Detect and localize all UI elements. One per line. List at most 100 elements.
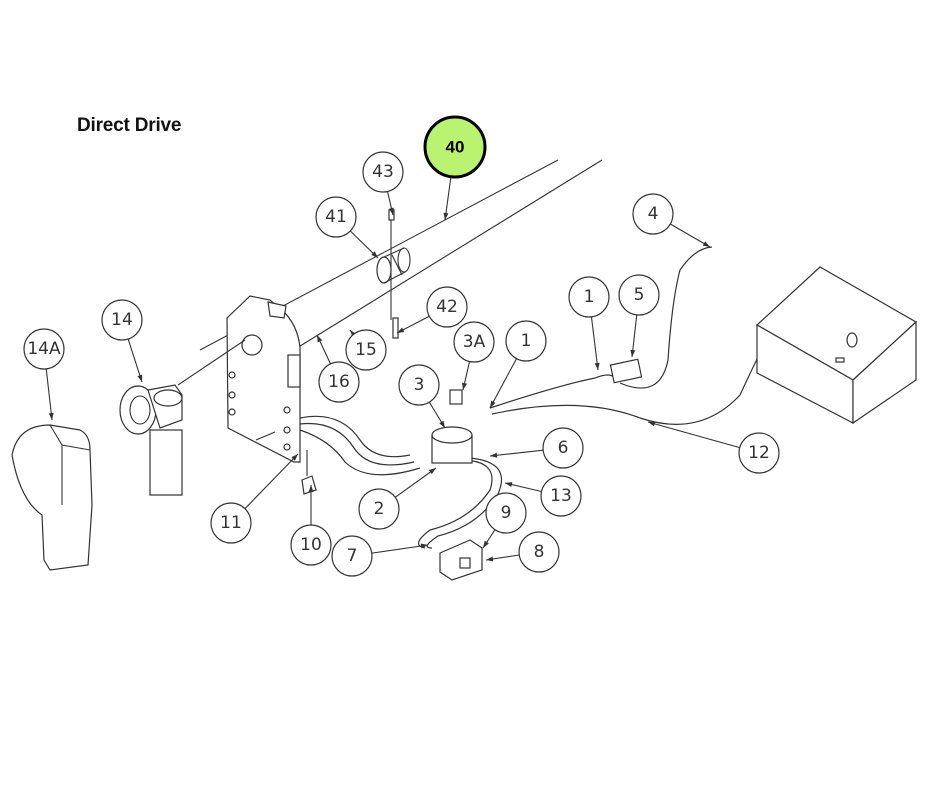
callout-4[interactable]: 4 xyxy=(632,193,711,248)
callout-balloon[interactable] xyxy=(345,329,387,371)
callout-6[interactable]: 6 xyxy=(489,427,584,469)
arrowhead xyxy=(702,241,710,247)
callout-40[interactable]: 40 xyxy=(423,115,487,221)
callout-balloon[interactable] xyxy=(453,321,495,363)
callout-label: 14 xyxy=(111,310,133,330)
callout-balloon[interactable] xyxy=(738,432,780,474)
callout-3[interactable]: 3 xyxy=(398,364,446,429)
callout-15[interactable]: 15 xyxy=(345,329,387,371)
callout-12[interactable]: 12 xyxy=(647,421,780,474)
callout-balloon[interactable] xyxy=(618,274,660,316)
callout-balloon[interactable] xyxy=(315,196,357,238)
callout-label: 11 xyxy=(220,513,242,533)
callout-balloon[interactable] xyxy=(540,475,582,517)
leader-line xyxy=(590,316,599,371)
callout-balloon[interactable] xyxy=(290,524,332,566)
switch xyxy=(439,539,483,581)
arrowhead xyxy=(48,412,54,420)
callout-balloon[interactable] xyxy=(632,193,674,235)
pin-assembly xyxy=(388,209,399,339)
callout-14a[interactable]: 14A xyxy=(23,328,65,421)
arrowhead xyxy=(490,452,498,458)
solenoid-block xyxy=(431,389,473,464)
callout-balloon[interactable] xyxy=(398,364,440,406)
callout-label: 8 xyxy=(534,542,545,562)
callout-1[interactable]: 1 xyxy=(489,320,547,409)
callout-7[interactable]: 7 xyxy=(331,535,429,577)
callout-5[interactable]: 5 xyxy=(618,274,660,358)
arrowhead xyxy=(428,468,436,475)
arrowhead xyxy=(371,251,378,258)
leader-line xyxy=(631,314,638,358)
callout-43[interactable]: 43 xyxy=(362,151,404,216)
arrowhead xyxy=(462,382,468,390)
callout-balloon[interactable] xyxy=(426,286,468,328)
leader-line xyxy=(489,449,544,457)
leader-line xyxy=(647,421,740,449)
leader-line xyxy=(670,223,711,248)
arrowhead xyxy=(137,374,143,382)
arrowhead xyxy=(388,207,394,215)
arrowhead xyxy=(630,349,636,357)
mounting-plate xyxy=(226,295,301,463)
callout-label: 5 xyxy=(634,285,645,305)
callout-balloon[interactable] xyxy=(362,151,404,193)
callout-41[interactable]: 41 xyxy=(315,196,379,259)
callout-8[interactable]: 8 xyxy=(485,531,560,573)
callout-balloon[interactable] xyxy=(101,299,143,341)
callout-balloon[interactable] xyxy=(210,502,252,544)
callout-balloon[interactable] xyxy=(331,535,373,577)
callout-balloon[interactable] xyxy=(505,320,547,362)
arrowhead xyxy=(397,327,405,333)
callout-label: 9 xyxy=(501,503,512,523)
callout-1[interactable]: 1 xyxy=(568,276,610,371)
callout-label: 41 xyxy=(325,207,347,227)
callout-balloon[interactable] xyxy=(318,361,360,403)
callout-2[interactable]: 2 xyxy=(358,467,437,530)
callout-3a[interactable]: 3A xyxy=(453,321,495,391)
leader-line xyxy=(489,358,518,409)
callout-balloon[interactable] xyxy=(23,328,65,370)
callout-label: 16 xyxy=(328,372,350,392)
callout-balloon[interactable] xyxy=(518,531,560,573)
callout-label: 4 xyxy=(648,204,659,224)
arrowhead xyxy=(420,543,428,549)
callout-balloon[interactable] xyxy=(423,115,487,179)
motor xyxy=(119,339,246,496)
arrowhead xyxy=(317,335,323,343)
callout-label: 1 xyxy=(521,331,532,351)
callout-10[interactable]: 10 xyxy=(290,485,332,566)
relay xyxy=(609,358,643,384)
callout-balloon[interactable] xyxy=(485,492,527,534)
callout-balloon[interactable] xyxy=(358,488,400,530)
callout-label: 13 xyxy=(550,486,572,506)
arrowhead xyxy=(483,540,489,548)
arrowhead xyxy=(308,485,314,492)
callout-9[interactable]: 9 xyxy=(482,492,527,549)
callout-balloon[interactable] xyxy=(568,276,610,318)
leader-line xyxy=(45,368,53,421)
callout-42[interactable]: 42 xyxy=(396,286,468,334)
leader-line xyxy=(444,176,452,221)
callout-balloon[interactable] xyxy=(542,427,584,469)
arrowhead xyxy=(648,421,656,427)
arrowhead xyxy=(505,482,513,488)
arrowhead xyxy=(594,362,600,370)
callout-label: 43 xyxy=(372,162,394,182)
callout-label: 14A xyxy=(27,339,61,359)
motor-cover xyxy=(11,424,93,571)
callout-11[interactable]: 11 xyxy=(210,453,299,544)
arrowhead xyxy=(486,556,494,562)
callout-label: 10 xyxy=(300,535,322,555)
callout-label: 6 xyxy=(558,438,569,458)
reservoir-tank xyxy=(755,266,918,425)
callout-13[interactable]: 13 xyxy=(504,475,582,517)
callout-14[interactable]: 14 xyxy=(101,299,143,383)
bracket xyxy=(301,450,317,495)
callout-16[interactable]: 16 xyxy=(316,334,360,403)
arrowhead xyxy=(443,212,449,220)
callout-label: 2 xyxy=(374,499,385,519)
arrowhead xyxy=(350,330,357,338)
